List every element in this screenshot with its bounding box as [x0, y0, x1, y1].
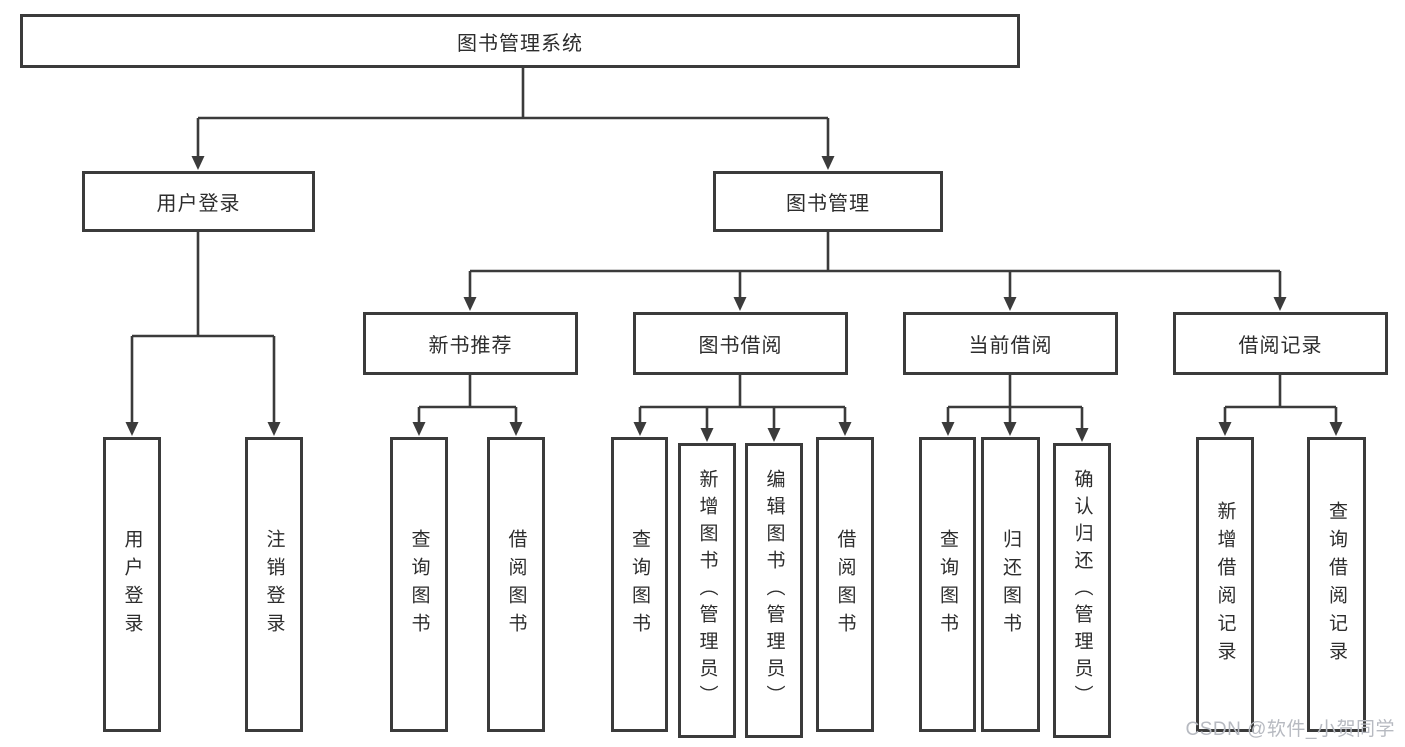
- arrowhead: [633, 422, 647, 436]
- leaf-confirm-return-admin: 确认归还（管理员）: [1053, 443, 1111, 738]
- leaf-edit-books-admin: 编辑图书（管理员）: [745, 443, 803, 738]
- arrowhead: [1218, 422, 1232, 436]
- arrowhead: [941, 422, 955, 436]
- arrowhead: [267, 422, 281, 436]
- arrowhead: [767, 428, 781, 442]
- leaf-logout: 注销登录: [245, 437, 303, 732]
- leaf-add-borrow-record: 新增借阅记录: [1196, 437, 1254, 732]
- node-book-management-module: 图书管理: [713, 171, 943, 232]
- arrowhead: [191, 156, 205, 170]
- leaf-query-books-3: 查询图书: [919, 437, 976, 732]
- arrowhead: [1273, 297, 1287, 311]
- leaf-add-books-admin: 新增图书（管理员）: [678, 443, 736, 738]
- arrowhead: [463, 297, 477, 311]
- node-book-borrowing: 图书借阅: [633, 312, 848, 375]
- csdn-watermark: CSDN @软件_小贺同学: [1185, 719, 1395, 740]
- arrowhead: [1075, 428, 1089, 442]
- arrowhead: [821, 156, 835, 170]
- leaf-query-books-1: 查询图书: [390, 437, 448, 732]
- leaf-query-books-2: 查询图书: [611, 437, 668, 732]
- node-root-library-system: 图书管理系统: [20, 14, 1020, 68]
- leaf-query-borrow-record: 查询借阅记录: [1307, 437, 1366, 732]
- arrowhead: [1003, 297, 1017, 311]
- arrowhead: [700, 428, 714, 442]
- node-current-borrowing: 当前借阅: [903, 312, 1118, 375]
- node-new-book-recommendation: 新书推荐: [363, 312, 578, 375]
- arrowhead: [838, 422, 852, 436]
- node-user-login-module: 用户登录: [82, 171, 315, 232]
- arrowhead: [1329, 422, 1343, 436]
- arrowhead: [509, 422, 523, 436]
- arrowhead: [412, 422, 426, 436]
- leaf-return-books: 归还图书: [981, 437, 1040, 732]
- node-borrowing-records: 借阅记录: [1173, 312, 1388, 375]
- arrowhead: [733, 297, 747, 311]
- leaf-borrow-books-2: 借阅图书: [816, 437, 874, 732]
- arrowhead: [125, 422, 139, 436]
- arrowhead: [1003, 422, 1017, 436]
- leaf-borrow-books-1: 借阅图书: [487, 437, 545, 732]
- leaf-user-login: 用户登录: [103, 437, 161, 732]
